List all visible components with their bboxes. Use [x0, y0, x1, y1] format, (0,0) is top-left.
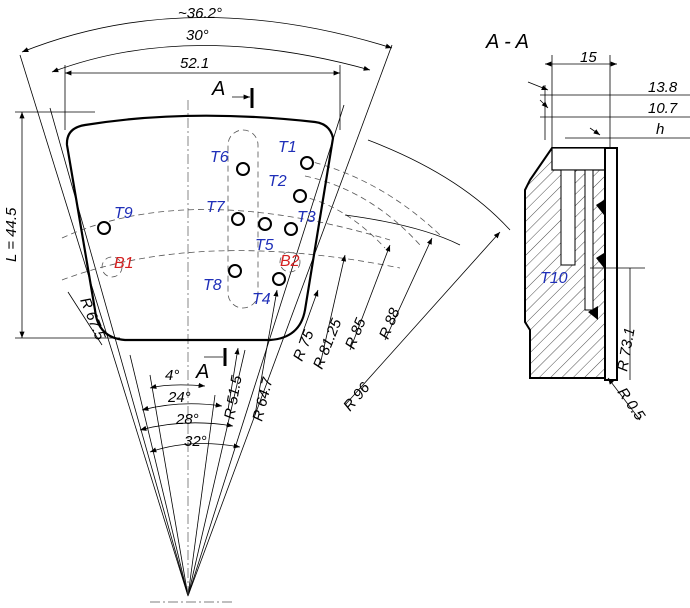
- sensor-hole-t5: [258, 217, 272, 231]
- section-dim-h: h: [656, 121, 664, 138]
- radial-dimension-leaders: [227, 139, 511, 416]
- label-b1: B1: [114, 255, 134, 272]
- angle-28: 28°: [175, 411, 199, 428]
- section-marker-top: [232, 88, 254, 108]
- angular-dimensions-bottom: [139, 382, 241, 453]
- sensor-hole-t1: [300, 156, 314, 170]
- label-t7: T7: [206, 199, 226, 216]
- length-dimension: L = 44.5: [3, 207, 20, 262]
- sensor-hole-t9: [97, 221, 111, 235]
- sensor-hole-t2: [293, 189, 307, 203]
- width-dimension: 52.1: [180, 55, 209, 72]
- section-dim-10-7: 10.7: [648, 100, 678, 117]
- radius-96: R 96: [340, 379, 374, 415]
- construction-lines: [19, 44, 441, 603]
- slot-outline: [227, 129, 259, 309]
- label-t5: T5: [255, 237, 274, 254]
- pad-outline: [65, 114, 335, 342]
- angle-24: 24°: [167, 389, 191, 406]
- sensor-hole-t6: [236, 162, 250, 176]
- sensor-hole-t8: [228, 264, 242, 278]
- radius-88: R 88: [376, 305, 404, 341]
- label-t8: T8: [203, 277, 222, 294]
- label-t4: T4: [252, 291, 271, 308]
- label-t1: T1: [278, 139, 297, 156]
- angle-4: 4°: [165, 367, 179, 384]
- sensor-holes: [97, 156, 314, 286]
- label-t2: T2: [268, 173, 287, 190]
- section-marker-bottom-label: A: [195, 361, 209, 383]
- section-marker-top-label: A: [211, 78, 225, 100]
- angle-32: 32°: [184, 433, 207, 450]
- label-t3: T3: [297, 209, 316, 226]
- angular-dimensions-top: [21, 17, 393, 130]
- radius-67-5: R 67.5: [76, 295, 109, 343]
- section-marker-bottom: [204, 348, 227, 366]
- sensor-hole-t4: [272, 272, 286, 286]
- angle-top-approx: ~36.2°: [178, 5, 222, 22]
- section-dim-15: 15: [580, 49, 597, 66]
- label-t6: T6: [210, 149, 229, 166]
- radius-51-5: R 51.5: [221, 374, 246, 421]
- sensor-hole-b2: [279, 251, 301, 273]
- angle-top: 30°: [186, 27, 209, 44]
- section-dim-13-8: 13.8: [648, 79, 678, 96]
- radius-64-7: R 64.7: [249, 375, 276, 423]
- section-title: A - A: [485, 31, 529, 53]
- radius-85: R 85: [342, 315, 370, 351]
- label-t10: T10: [540, 270, 568, 287]
- label-t9: T9: [114, 205, 133, 222]
- section-view: [524, 55, 690, 421]
- section-radius-0-5: R 0.5: [614, 385, 649, 425]
- sensor-hole-b1: [101, 256, 123, 278]
- radius-81-25: R 81.25: [310, 316, 346, 372]
- sensor-hole-t7: [231, 212, 245, 226]
- sensor-hole-t3: [284, 222, 298, 236]
- label-b2: B2: [280, 253, 300, 270]
- length-dimension-line: [15, 111, 120, 339]
